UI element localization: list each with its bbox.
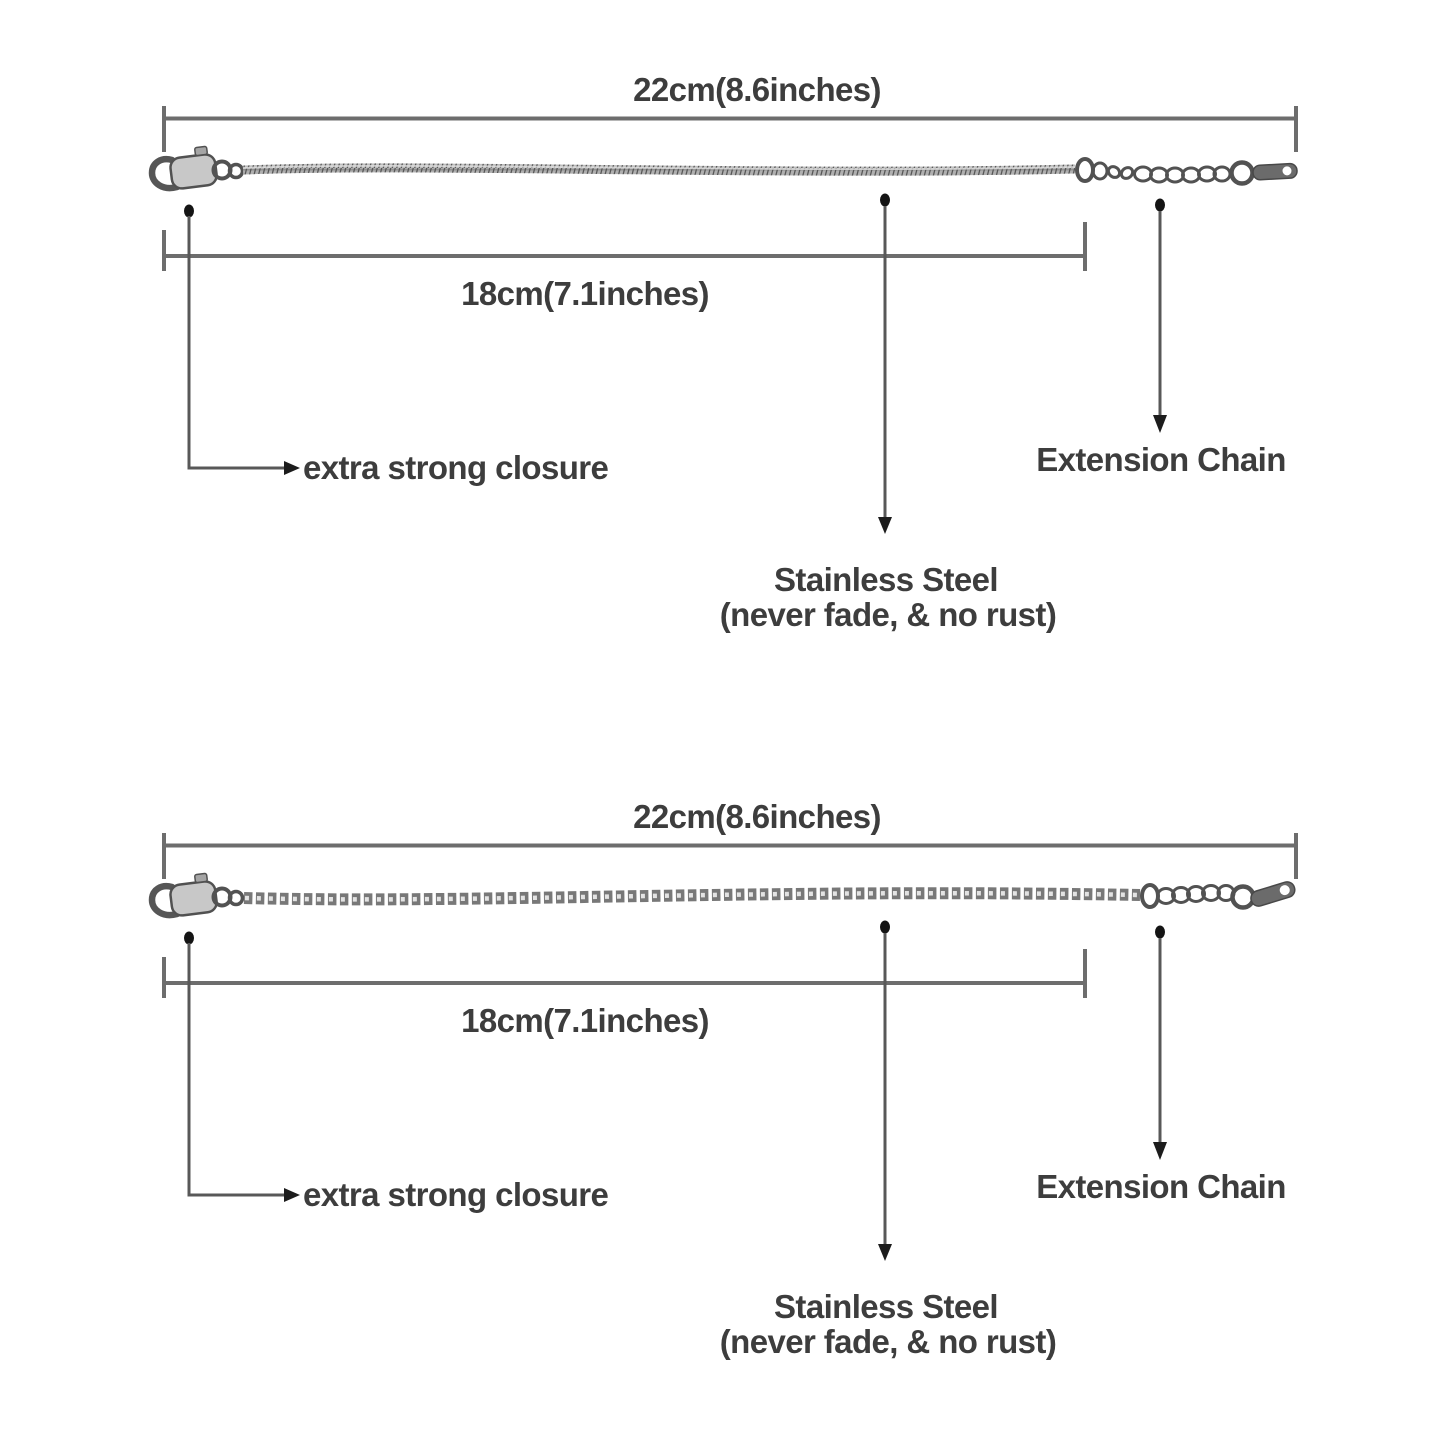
adjustable-length-label: 18cm(7.1inches) xyxy=(461,1002,709,1039)
jump-ring xyxy=(227,162,245,180)
closure-leader-line xyxy=(187,943,284,1197)
section-snake-chain: 22cm(8.6inches) xyxy=(148,71,1298,633)
extension-label: Extension Chain xyxy=(1036,441,1286,478)
material-label-line2: (never fade, & no rust) xyxy=(720,1323,1056,1360)
jump-ring xyxy=(227,889,245,907)
lobster-clasp-lever xyxy=(194,872,208,884)
closure-dot xyxy=(184,931,194,945)
closure-annotation: extra strong closure xyxy=(184,204,609,486)
arrow-right-icon xyxy=(284,461,300,475)
extension-chain xyxy=(1075,157,1255,186)
material-dot xyxy=(880,193,890,207)
lobster-clasp-body xyxy=(169,880,218,917)
material-annotation: Stainless Steel (never fade, & no rust) xyxy=(720,193,1057,633)
chain-body-highlight xyxy=(242,164,1076,171)
lobster-clasp-lever xyxy=(194,145,208,157)
total-length-label: 22cm(8.6inches) xyxy=(633,71,881,108)
adjustable-length-label: 18cm(7.1inches) xyxy=(461,275,709,312)
extension-chain xyxy=(1140,883,1256,910)
chain-body xyxy=(243,887,1141,906)
extension-annotation: Extension Chain xyxy=(1036,925,1286,1205)
extension-dot xyxy=(1155,925,1165,939)
lobster-clasp-body xyxy=(169,153,218,190)
closure-label: extra strong closure xyxy=(303,1176,609,1213)
material-dot xyxy=(880,920,890,934)
total-length-dimension: 22cm(8.6inches) xyxy=(162,71,1298,152)
chain-body-texture xyxy=(242,163,1076,176)
closure-leader-line xyxy=(187,216,284,470)
arrow-down-icon xyxy=(1153,1142,1167,1160)
adjustable-length-dimension: 18cm(7.1inches) xyxy=(162,222,1087,312)
box-chain-graphic xyxy=(148,872,1296,919)
closure-dot xyxy=(184,204,194,218)
arrow-down-icon xyxy=(878,517,892,534)
end-ring xyxy=(1229,160,1255,186)
extension-label: Extension Chain xyxy=(1036,1168,1286,1205)
closure-label: extra strong closure xyxy=(303,449,609,486)
material-label-line2: (never fade, & no rust) xyxy=(720,596,1056,633)
arrow-down-icon xyxy=(878,1244,892,1261)
material-annotation: Stainless Steel (never fade, & no rust) xyxy=(720,920,1057,1360)
material-label-line1: Stainless Steel xyxy=(774,561,998,598)
material-label-line1: Stainless Steel xyxy=(774,1288,998,1325)
closure-annotation: extra strong closure xyxy=(184,931,609,1213)
arrow-right-icon xyxy=(284,1188,300,1202)
end-tag xyxy=(1252,162,1298,181)
tag-hole xyxy=(1279,885,1290,896)
total-length-label: 22cm(8.6inches) xyxy=(633,798,881,835)
lobster-clasp-hook xyxy=(148,156,181,192)
end-tag xyxy=(1250,881,1296,907)
lobster-clasp-hook xyxy=(148,883,181,919)
adjustable-length-dimension: 18cm(7.1inches) xyxy=(162,949,1087,1039)
tag-hole xyxy=(1282,166,1292,176)
section-box-chain: 22cm(8.6inches) xyxy=(148,798,1298,1360)
total-length-dimension: 22cm(8.6inches) xyxy=(162,798,1298,879)
snake-chain-graphic xyxy=(148,145,1298,192)
extension-annotation: Extension Chain xyxy=(1036,198,1286,478)
arrow-down-icon xyxy=(1153,415,1167,433)
extension-dot xyxy=(1155,198,1165,212)
